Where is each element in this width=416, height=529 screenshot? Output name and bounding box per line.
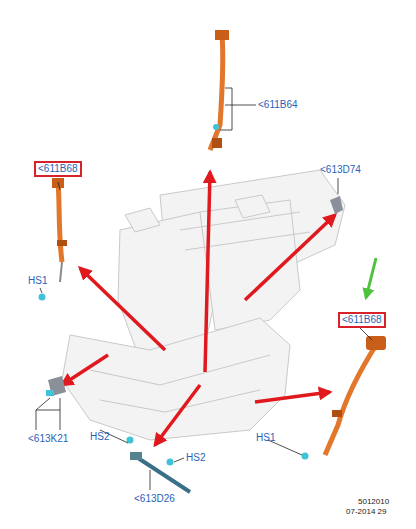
right-seat-belt	[325, 336, 386, 455]
centre-seat-belt	[210, 30, 229, 150]
part-number: <613K21	[28, 433, 68, 445]
leader-lines	[36, 88, 372, 490]
part-number: <611B68	[342, 314, 382, 326]
bolt-callout: HS2	[186, 452, 205, 464]
highlighted-part-number: <611B68	[34, 161, 82, 177]
drawing-number: 5012010	[358, 497, 389, 506]
bolt-callout: HS1	[256, 432, 275, 444]
pointer-arrow	[366, 258, 376, 298]
date-code: 07-2014 29	[346, 507, 386, 516]
highlighted-part-number: <611B68	[338, 312, 386, 328]
location-arrows	[62, 172, 335, 445]
bolt-callout: HS1	[28, 275, 47, 287]
part-number: <611B68	[38, 163, 78, 175]
rear-seat	[62, 170, 345, 440]
part-number: <613D26	[134, 493, 175, 505]
small-parts	[39, 196, 344, 492]
part-number: <613D74	[320, 164, 361, 176]
part-number: <611B64	[258, 99, 298, 111]
left-seat-belt	[52, 178, 67, 282]
bolt-callout: HS2	[90, 431, 109, 443]
